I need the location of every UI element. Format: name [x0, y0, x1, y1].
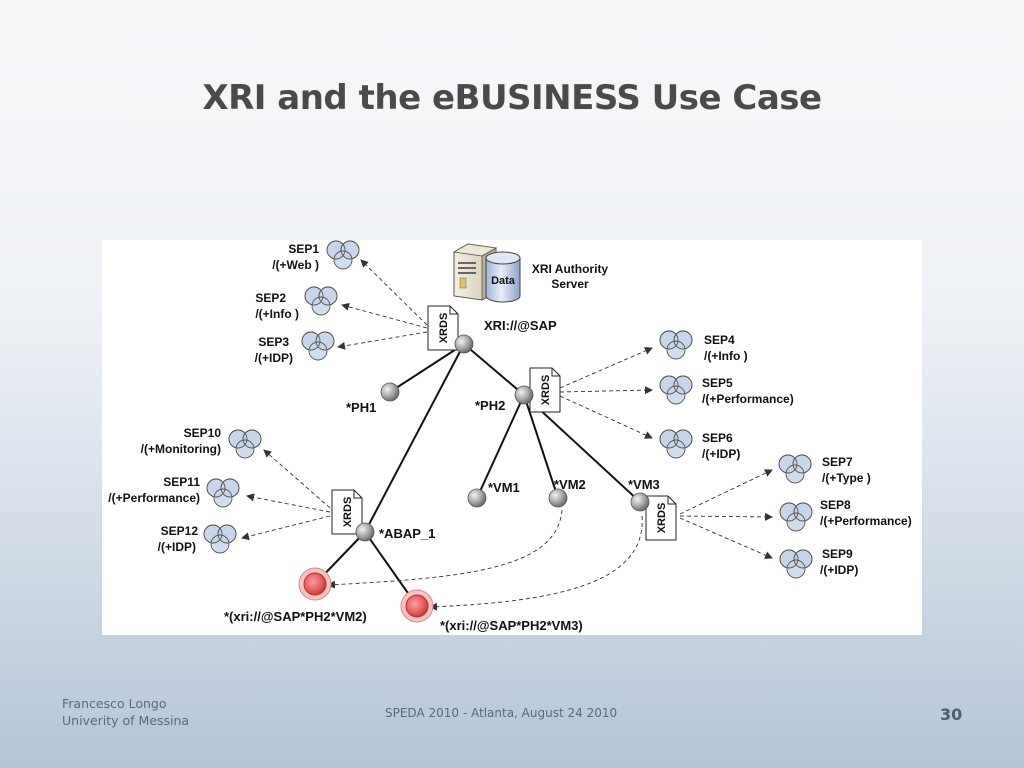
- xrds-doc-vm3: XRDS: [645, 495, 677, 541]
- xrds-doc-abap: XRDS: [331, 489, 363, 535]
- node-vm1: [467, 488, 487, 508]
- sep4-icon: [659, 330, 693, 360]
- sep3-icon: [301, 331, 335, 361]
- node-vm3: [630, 492, 650, 512]
- sep2-icon: [304, 286, 338, 316]
- node-root: [454, 334, 474, 354]
- sep10-icon: [228, 429, 262, 459]
- node-ref-vm2: [298, 567, 332, 601]
- node-ph2: [514, 385, 534, 405]
- sep8-icon: [779, 502, 813, 532]
- sep1-type: /(+Web ): [272, 258, 319, 272]
- label-root: XRI://@SAP: [484, 318, 557, 333]
- edge-root-ph2: [463, 343, 525, 396]
- sep5-name: SEP5: [702, 376, 733, 390]
- node-abap: [355, 522, 375, 542]
- xrds-doc-root: XRDS: [427, 305, 459, 351]
- server-label-line1: XRI Authority: [532, 262, 609, 276]
- label-ref-vm2: *(xri://@SAP*PH2*VM2): [224, 609, 367, 624]
- label-vm1: *VM1: [488, 480, 520, 495]
- sep9-name: SEP9: [822, 547, 853, 561]
- label-ref-vm3: *(xri://@SAP*PH2*VM3): [440, 618, 583, 633]
- edge-root-abap: [364, 343, 465, 533]
- slide-title: XRI and the eBUSINESS Use Case: [202, 78, 822, 118]
- page-number: 30: [940, 705, 963, 724]
- xrds-label-vm3: XRDS: [656, 503, 668, 534]
- sep8-type: /(+Performance): [820, 514, 912, 528]
- sep8-name: SEP8: [820, 498, 851, 512]
- sep11-icon: [206, 478, 240, 508]
- node-ref-vm3: [400, 589, 434, 623]
- sep1-name: SEP1: [288, 242, 319, 256]
- sep5-type: /(+Performance): [702, 392, 794, 406]
- sep4-name: SEP4: [704, 333, 735, 347]
- node-ph1: [380, 382, 400, 402]
- xri-diagram: Data XRI Authority Server: [102, 240, 922, 635]
- server-label-line2: Server: [551, 277, 589, 291]
- sep7-icon: [778, 454, 812, 484]
- sep2-type: /(+Info ): [255, 307, 299, 321]
- label-ph2: *PH2: [475, 398, 505, 413]
- sep11-name: SEP11: [163, 475, 200, 489]
- sep10-name: SEP10: [184, 426, 222, 440]
- edge-ph2-vm1: [476, 394, 525, 499]
- label-vm3: *VM3: [628, 477, 660, 492]
- sep5-icon: [659, 375, 693, 405]
- label-vm2: *VM2: [554, 477, 586, 492]
- author-name: Francesco Longo: [62, 696, 167, 711]
- xrds-label-ph2: XRDS: [540, 375, 552, 406]
- xrds-label-abap: XRDS: [342, 497, 354, 528]
- sep7-type: /(+Type ): [822, 471, 871, 485]
- sep4-type: /(+Info ): [704, 349, 748, 363]
- label-abap: *ABAP_1: [379, 526, 435, 541]
- sep11-type: /(+Performance): [108, 491, 200, 505]
- edge-ph2-vm3: [523, 394, 641, 503]
- sep10-type: /(+Monitoring): [141, 442, 221, 456]
- footer-author: Francesco Longo Univerity of Messina: [62, 695, 189, 729]
- sep1-icon: [326, 240, 360, 270]
- sep9-type: /(+IDP): [820, 563, 858, 577]
- sep9-icon: [779, 549, 813, 579]
- database-icon: Data: [485, 251, 521, 303]
- node-vm2: [548, 488, 568, 508]
- sep6-icon: [659, 429, 693, 459]
- xrds-label-root: XRDS: [438, 313, 450, 344]
- footer-event: SPEDA 2010 - Atlanta, August 24 2010: [385, 706, 618, 720]
- database-label: Data: [491, 275, 516, 287]
- sep12-icon: [203, 524, 237, 554]
- label-ph1: *PH1: [346, 400, 376, 415]
- sep3-type: /(+IDP): [255, 351, 293, 365]
- author-affiliation: Univerity of Messina: [62, 713, 190, 728]
- xrds-doc-ph2: XRDS: [529, 367, 561, 413]
- sep6-type: /(+IDP): [702, 447, 740, 461]
- sep7-name: SEP7: [822, 455, 853, 469]
- edge-root-ph1: [389, 343, 465, 393]
- sep6-name: SEP6: [702, 431, 733, 445]
- sep12-name: SEP12: [161, 524, 199, 538]
- sep3-name: SEP3: [258, 335, 289, 349]
- sep2-name: SEP2: [255, 291, 286, 305]
- sep12-type: /(+IDP): [158, 540, 196, 554]
